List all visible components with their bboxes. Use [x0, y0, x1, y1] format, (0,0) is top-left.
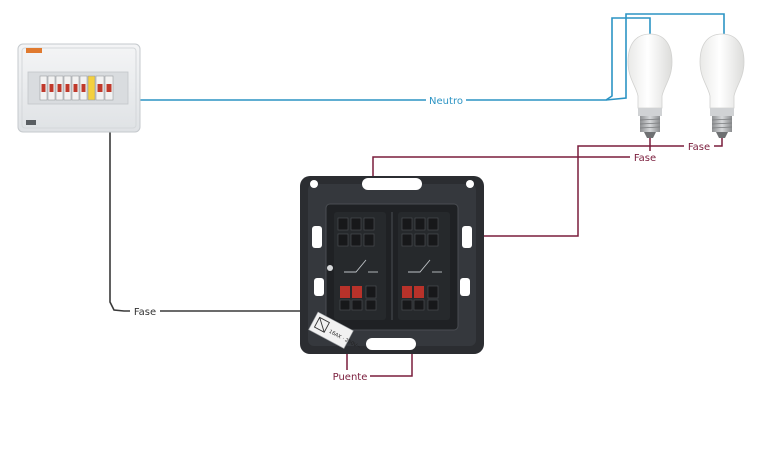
label-fase-left: Fase [130, 305, 160, 318]
puente-label: Puente [333, 372, 368, 383]
led-bulb-icon [699, 33, 745, 138]
feed-phase-wire [109, 132, 300, 312]
neutro-label: Neutro [429, 96, 463, 107]
label-puente: Puente [330, 370, 370, 383]
fase-label-lamp1: Fase [634, 153, 656, 164]
label-fase-lamp2: Fase [684, 140, 714, 153]
neutral-wire [140, 13, 725, 101]
led-bulb-icon [627, 33, 673, 138]
double-switch-mechanism-icon: 16AX · 250V~ [300, 176, 484, 354]
breaker-panel-icon [17, 43, 141, 133]
label-fase-lamp1: Fase [630, 151, 660, 164]
fase-label-lamp2: Fase [688, 142, 710, 153]
label-neutro: Neutro [426, 94, 466, 107]
fase-label-left: Fase [134, 307, 156, 318]
